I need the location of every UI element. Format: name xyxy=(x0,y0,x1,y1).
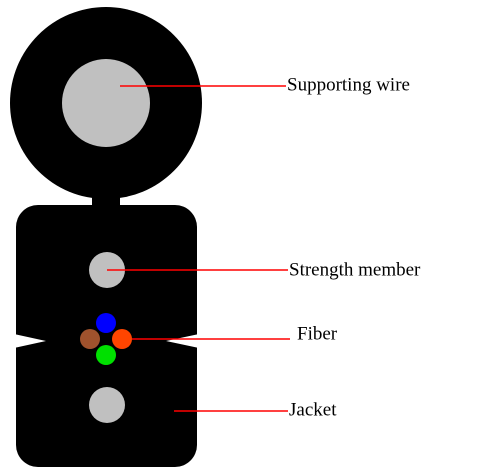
right-notch xyxy=(166,334,199,348)
strength-member-bottom xyxy=(89,387,125,423)
label-fiber: Fiber xyxy=(297,323,338,344)
label-supporting-wire: Supporting wire xyxy=(287,74,410,95)
fiber-blue xyxy=(96,313,116,333)
cable-jacket-body xyxy=(16,205,197,467)
fiber-orange xyxy=(112,329,132,349)
fiber-group xyxy=(80,313,132,365)
fiber-brown xyxy=(80,329,100,349)
label-jacket: Jacket xyxy=(289,399,337,420)
label-strength-member: Strength member xyxy=(289,259,421,280)
left-notch xyxy=(14,334,46,348)
supporting-wire-core xyxy=(62,59,150,147)
fiber-green xyxy=(96,345,116,365)
